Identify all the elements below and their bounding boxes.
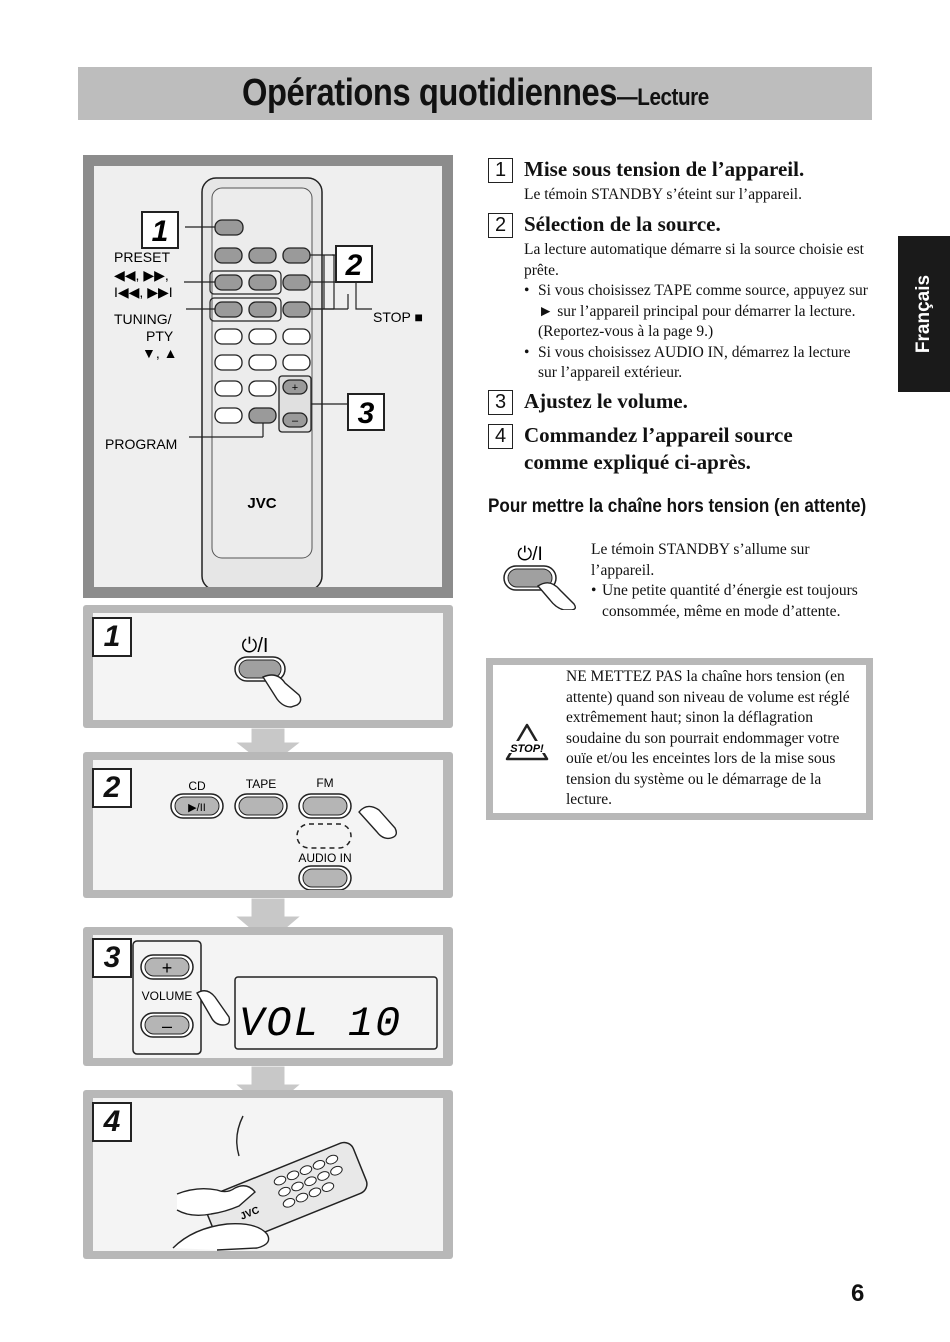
stop-icon-text: STOP! xyxy=(510,743,544,755)
label-tuning-arrows: ▼, ▲ xyxy=(142,345,178,361)
finger-icon xyxy=(358,805,398,840)
step-panel-1-number: 1 xyxy=(92,617,132,657)
remote-brand: JVC xyxy=(247,495,276,512)
volume-plus: + xyxy=(162,958,173,978)
cd-label: CD xyxy=(188,779,206,793)
step-4-title-line1: Commandez l’appareil source xyxy=(524,423,793,447)
standby-heading: Pour mettre la chaîne hors tension (en a… xyxy=(488,496,867,517)
finger-icon xyxy=(536,582,577,610)
label-program: PROGRAM xyxy=(105,436,177,452)
volume-display: VOL 10 xyxy=(239,1000,402,1048)
step-panel-3: 3 + VOLUME – VOL 10 xyxy=(83,927,453,1066)
hand-remote-drawing: JVC xyxy=(172,1115,368,1251)
label-tuning: TUNING/ xyxy=(114,311,172,327)
standby-text-block: Le témoin STANDBY s’allume sur l’apparei… xyxy=(591,540,861,622)
remote-vol-minus: – xyxy=(292,415,299,427)
svg-text:3: 3 xyxy=(358,397,375,430)
title-text: Opérations quotidiennes xyxy=(241,72,617,114)
standby-bullet: Une petite quantité d’énergie est toujou… xyxy=(591,581,861,622)
step-panel-2-number: 2 xyxy=(92,768,132,808)
label-prev-next: I◀◀, ▶▶I xyxy=(114,284,173,300)
stop-warning-icon: STOP! xyxy=(505,723,549,761)
source-buttons-drawing: CD ▶/II TAPE FM AUDIO IN xyxy=(170,776,398,890)
callout-2: 2 xyxy=(335,245,373,283)
finger-icon xyxy=(196,990,231,1026)
step-2-content: La lecture automatique démarre si la sou… xyxy=(524,240,872,384)
page-subtitle: —Lecture xyxy=(616,84,709,111)
page-number: 6 xyxy=(851,1280,865,1307)
language-tab: Français xyxy=(898,236,950,392)
callout-3: 3 xyxy=(347,393,385,431)
label-skip: ◀◀, ▶▶, xyxy=(114,267,169,283)
step-panel-4-number: 4 xyxy=(92,1102,132,1142)
power-button-drawing: ⏻/I xyxy=(234,635,302,708)
language-label: Français xyxy=(913,274,934,354)
finger-icon xyxy=(261,674,302,708)
remote-illustration: + – xyxy=(83,155,453,598)
volume-label: VOLUME xyxy=(142,989,193,1003)
step-panel-4: 4 JVC xyxy=(83,1090,453,1259)
warning-text: NE METTEZ PAS la chaîne hors tension (en… xyxy=(566,668,850,808)
callout-1: 1 xyxy=(141,211,179,249)
step-panel-4-inner: 4 JVC xyxy=(92,1098,443,1251)
bottom-hand-icon xyxy=(172,1223,270,1251)
step-1-title: Mise sous tension de l’appareil. xyxy=(524,157,805,181)
tape-label: TAPE xyxy=(246,777,276,791)
step-2-title: Sélection de la source. xyxy=(524,212,721,236)
fm-label: FM xyxy=(316,776,333,790)
remote-illustration-inner: + – xyxy=(94,166,442,587)
step-3-number: 3 xyxy=(488,390,513,415)
standby-button-drawing: ⏻/I xyxy=(503,544,577,610)
title-banner: Opérations quotidiennes—Lecture xyxy=(78,67,872,120)
step-3-title: Ajustez le volume. xyxy=(524,389,688,413)
cd-play-pause-button: ▶/II xyxy=(188,802,206,814)
step-4-number: 4 xyxy=(488,424,513,449)
warning-box: STOP! NE METTEZ PAS la chaîne hors tensi… xyxy=(486,658,873,820)
label-pty: PTY xyxy=(146,328,174,344)
audio-in-label: AUDIO IN xyxy=(298,851,351,865)
remote-drawing: + – xyxy=(105,177,423,587)
step-2-bullet-tape: Si vous choisissez TAPE comme source, ap… xyxy=(524,281,872,343)
volume-drawing: + VOLUME – VOL 10 xyxy=(132,940,438,1055)
volume-minus: – xyxy=(162,1016,172,1036)
power-symbol: ⏻/I xyxy=(242,635,269,657)
label-preset: PRESET xyxy=(114,249,170,265)
remote-vol-plus: + xyxy=(292,382,298,394)
step-2-bullet-audio-in: Si vous choisissez AUDIO IN, démarrez la… xyxy=(524,343,872,384)
step-panel-3-inner: 3 + VOLUME – VOL 10 xyxy=(92,935,443,1058)
step-panel-3-number: 3 xyxy=(92,938,132,978)
label-stop: STOP ■ xyxy=(373,309,423,325)
step-2-body: La lecture automatique démarre si la sou… xyxy=(524,241,864,279)
standby-text: Le témoin STANDBY s’allume sur l’apparei… xyxy=(591,541,810,579)
remote-power-button xyxy=(214,219,244,236)
step-1-number: 1 xyxy=(488,158,513,183)
svg-text:2: 2 xyxy=(345,249,363,282)
step-2-number: 2 xyxy=(488,213,513,238)
step-panel-2-inner: 2 CD ▶/II TAPE FM AUDIO IN xyxy=(92,760,443,890)
warning-inner: STOP! NE METTEZ PAS la chaîne hors tensi… xyxy=(493,665,866,813)
step-panel-2: 2 CD ▶/II TAPE FM AUDIO IN xyxy=(83,752,453,898)
step-4-title-line2: comme expliqué ci-après. xyxy=(524,450,751,474)
step-panel-1: 1 ⏻/I xyxy=(83,605,453,728)
standby-power-symbol: ⏻/I xyxy=(517,544,543,565)
step-1-body: Le témoin STANDBY s’éteint sur l’apparei… xyxy=(524,186,802,203)
step-panel-1-inner: 1 ⏻/I xyxy=(92,613,443,720)
svg-text:1: 1 xyxy=(152,215,169,248)
page-title: Opérations quotidiennes—Lecture xyxy=(242,67,709,124)
top-hand-icon xyxy=(176,1185,256,1217)
